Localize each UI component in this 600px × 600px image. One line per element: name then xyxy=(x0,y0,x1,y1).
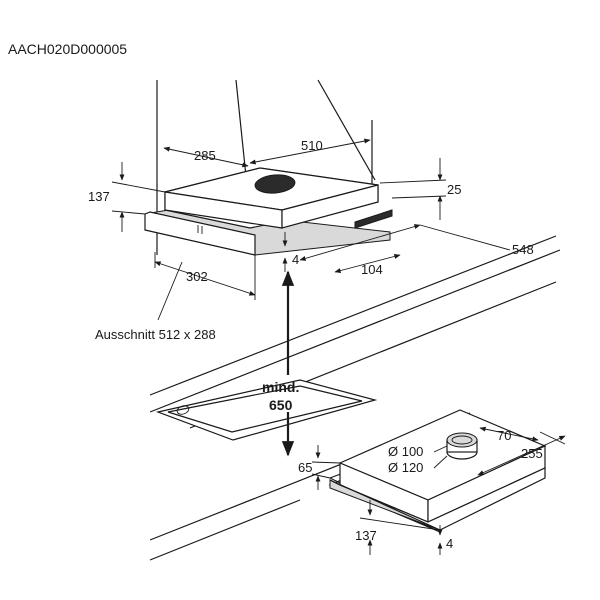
dim-137-top-label: 137 xyxy=(88,189,110,204)
dim-d100-label: Ø 100 xyxy=(388,444,423,459)
dim-70-label: 70 xyxy=(497,428,511,443)
min-distance-dimension: mind. 650 xyxy=(262,270,299,457)
dim-d120-label: Ø 120 xyxy=(388,460,423,475)
dim-285-label: 285 xyxy=(194,148,216,163)
dim-4-bottom-label: 4 xyxy=(446,536,453,551)
dim-4-top-label: 4 xyxy=(292,252,299,267)
hood-bottom-view xyxy=(328,409,547,533)
hood-top-view xyxy=(144,79,393,256)
bottom-dimensions: 70 Ø 100 Ø 120 255 65 137 4 xyxy=(298,426,566,555)
dim-137-bottom-label: 137 xyxy=(355,528,377,543)
cutout-label: Ausschnitt 512 x 288 xyxy=(95,327,216,342)
dim-510-label: 510 xyxy=(301,138,323,153)
dim-255-label: 255 xyxy=(521,446,543,461)
dim-104-label: 104 xyxy=(361,262,383,277)
top-dimensions: 285 510 137 25 548 104 302 4 xyxy=(88,138,534,321)
min-distance-line2: 650 xyxy=(269,397,293,413)
hob xyxy=(155,379,378,441)
min-distance-line1: mind. xyxy=(262,379,299,395)
dim-65-label: 65 xyxy=(298,460,312,475)
dim-25-label: 25 xyxy=(447,182,461,197)
document-code: AACH020D000005 xyxy=(8,41,127,57)
dim-302-label: 302 xyxy=(186,269,208,284)
dim-548-label: 548 xyxy=(512,242,534,257)
